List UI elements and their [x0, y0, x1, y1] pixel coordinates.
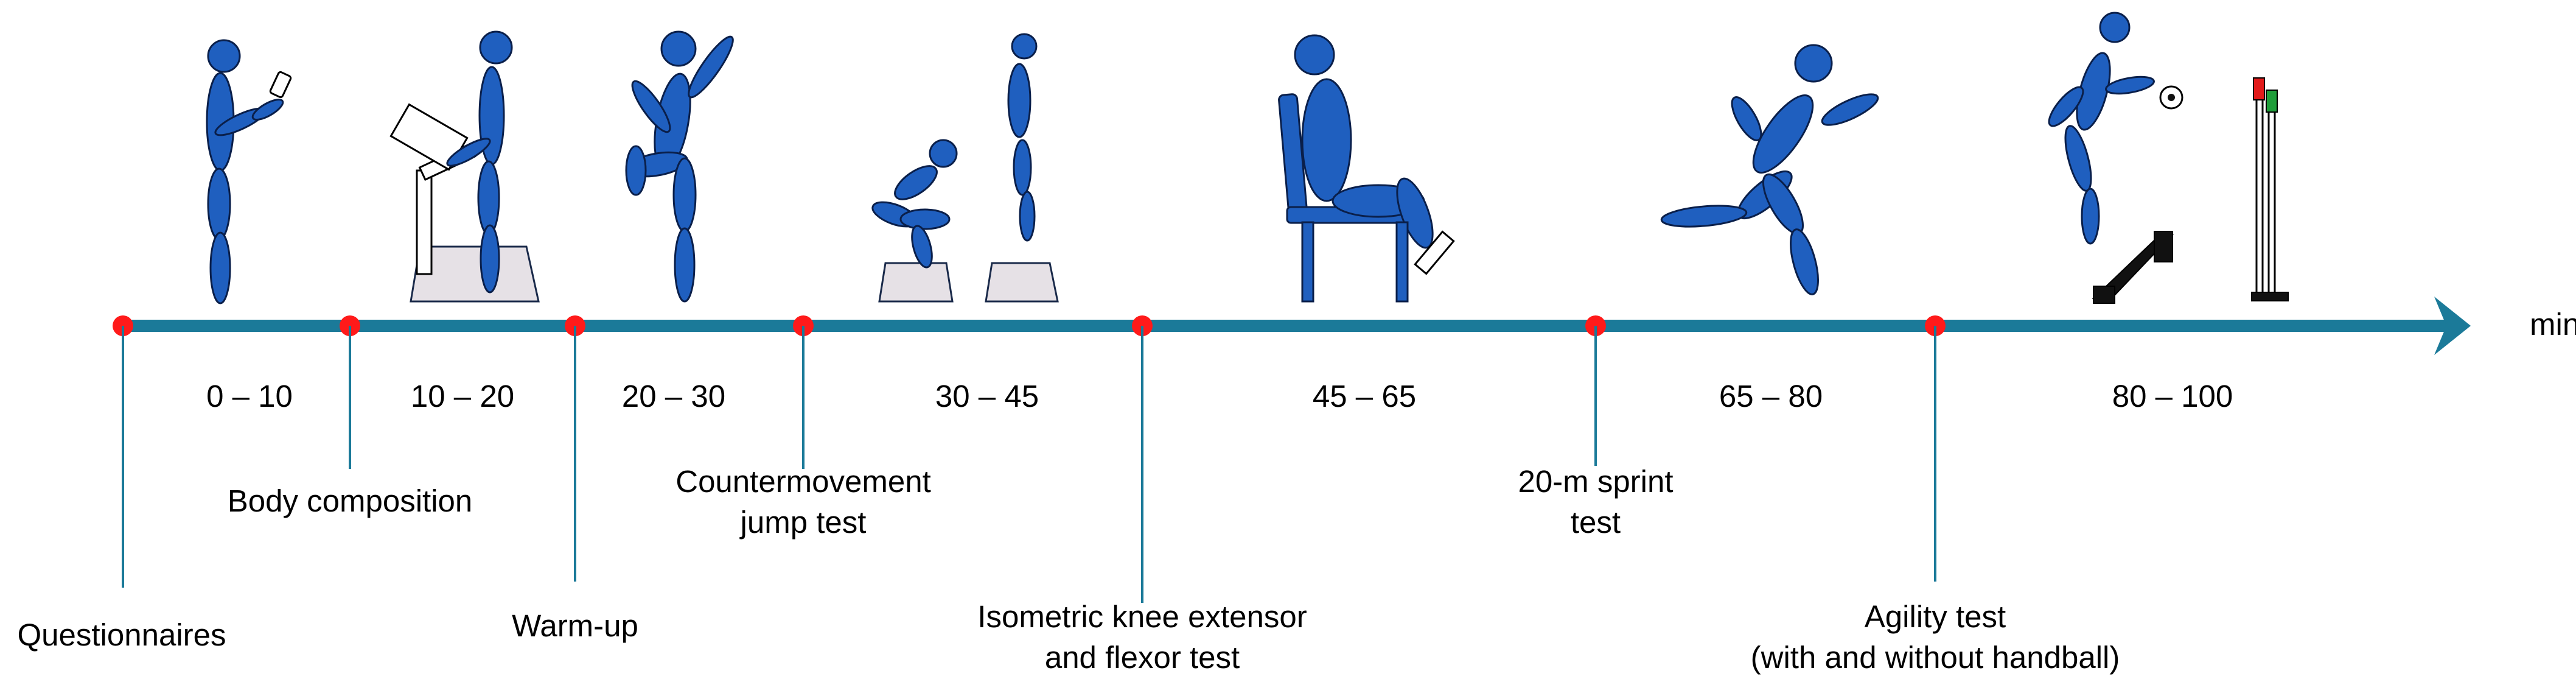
- interval-label: 80 – 100: [2112, 379, 2233, 413]
- interval-label: 20 – 30: [622, 379, 725, 413]
- timeline-arrow-head: [2434, 297, 2471, 355]
- sprinting-person-icon: [1660, 44, 1879, 295]
- axis-unit-label: min: [2530, 307, 2576, 342]
- body-composition-scale-icon: [389, 30, 540, 303]
- event-label: Warm-up: [512, 608, 638, 643]
- timeline-axis: [113, 297, 2471, 355]
- questionnaire-person-icon: [206, 39, 292, 304]
- interval-label: 0 – 10: [206, 379, 293, 413]
- event-label: 20-m sprint: [1518, 464, 1673, 499]
- warm-up-person-icon: [625, 30, 734, 303]
- interval-label: 10 – 20: [411, 379, 514, 413]
- agility-handball-icon: [2048, 12, 2289, 304]
- interval-label: 45 – 65: [1313, 379, 1416, 413]
- interval-label: 65 – 80: [1719, 379, 1823, 413]
- event-label-line2: and flexor test: [1045, 640, 1240, 675]
- event-label: Isometric knee extensor: [977, 599, 1307, 634]
- countermovement-jump-icon: [871, 33, 1059, 303]
- event-label: Countermovement: [675, 464, 931, 499]
- event-label-line2: jump test: [739, 505, 867, 540]
- event-label: Questionnaires: [17, 617, 226, 652]
- event-label-line2: test: [1571, 505, 1621, 540]
- event-label: Agility test: [1865, 599, 2006, 634]
- seated-knee-test-icon: [1278, 34, 1455, 303]
- event-label-line2: (with and without handball): [1751, 640, 2120, 675]
- interval-labels: 0 – 10 10 – 20 20 – 30 30 – 45 45 – 65 65 – 8…: [206, 379, 2233, 413]
- interval-label: 30 – 45: [935, 379, 1039, 413]
- event-label: Body composition: [228, 484, 473, 518]
